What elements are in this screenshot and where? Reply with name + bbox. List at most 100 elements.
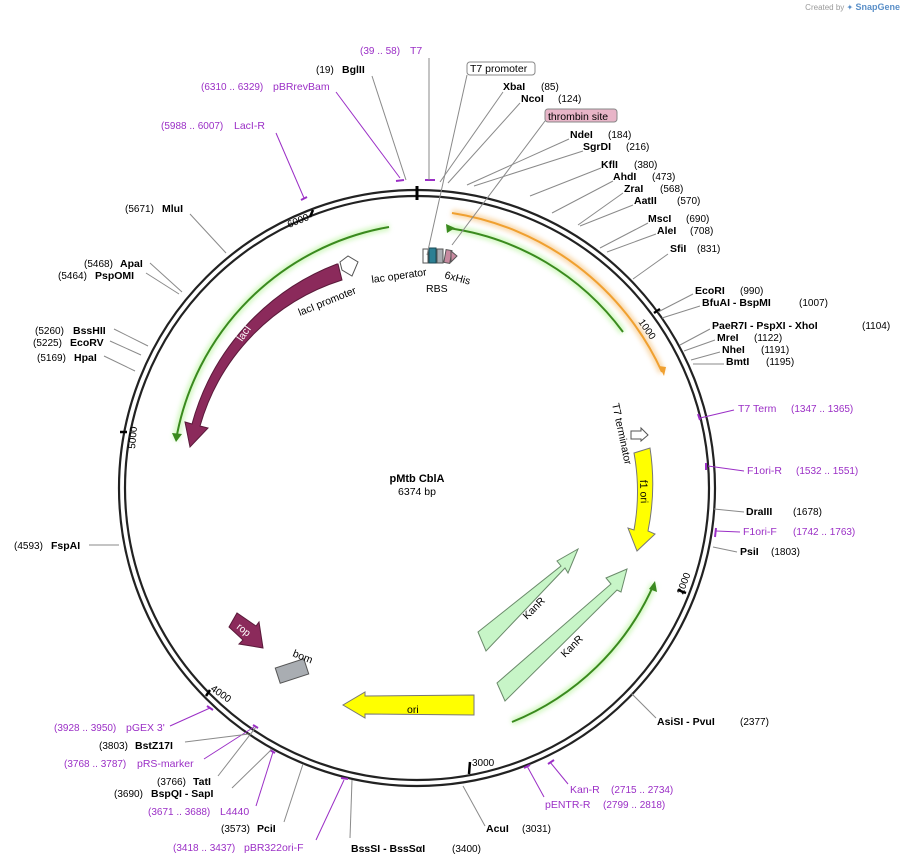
site-pos-ndei: (184) [608, 130, 631, 141]
leader-sapi [231, 749, 272, 789]
site-labels: (39 .. 58) T7 (19) BglII (6310 .. 6329) … [14, 45, 890, 855]
leader-nhei [690, 351, 721, 361]
primer-mark-f1ori-f [714, 527, 717, 538]
orf-arc-orange-head [659, 366, 666, 376]
feature-lac-operator[interactable] [422, 248, 429, 264]
leader-pspomi [145, 272, 180, 295]
site-pos-bstz17i: (3803) [99, 741, 128, 752]
site-name-ahdi: AhdI [613, 171, 636, 183]
feature-label-rbs: RBS [426, 283, 448, 295]
orf-arc-top [175, 226, 390, 441]
orf-arcs [172, 209, 666, 726]
leader-zrai [577, 192, 624, 226]
site-name-bmti: BmtI [726, 356, 749, 368]
site-pos-f1ori-r: (1532 .. 1551) [796, 466, 858, 477]
feature-rbs[interactable] [428, 247, 437, 264]
site-name-ecorv: EcoRV [70, 337, 104, 349]
leader-pbrrevbam [335, 91, 401, 179]
snapgene-credit: Created by ✦ SnapGene [805, 2, 900, 12]
credit-brand: SnapGene [855, 2, 900, 12]
feature-f1-ori[interactable] [627, 447, 656, 552]
leader-acui [462, 785, 486, 827]
tick-marks [120, 209, 687, 775]
site-pos-nhei: (1191) [761, 345, 789, 356]
leader-sgrdi [473, 150, 584, 187]
site-pos-mrei: (1122) [754, 333, 782, 344]
plasmid-length: 6374 bp [398, 486, 436, 498]
feature-t7-box[interactable] [436, 248, 444, 264]
leader-hpai [103, 355, 136, 372]
site-name-t7: T7 [410, 45, 422, 57]
leader-pcii [283, 763, 304, 823]
tick-label-6000: 6000 [286, 212, 311, 231]
feature-t7-terminator[interactable] [630, 426, 649, 443]
feature-rop[interactable] [228, 612, 264, 649]
site-name-pentr-r: pENTR-R [545, 799, 591, 811]
feature-label-ori: ori [407, 704, 419, 716]
site-pos-l4440: (3671 .. 3688) [148, 807, 210, 818]
site-pos-xbai: (85) [541, 82, 559, 93]
tick-3000 [467, 761, 472, 775]
feature-kanr-1[interactable] [477, 547, 580, 652]
feature-kanr-2[interactable] [496, 568, 628, 702]
site-pos-bsshii: (5260) [35, 326, 64, 337]
leader-mrei [683, 339, 716, 352]
leader-mlui [189, 213, 227, 254]
site-name-pbr322ori-f: pBR322ori-F [244, 842, 304, 854]
site-name-pspomi: PspOMI [95, 270, 134, 282]
site-name-sgrdi: SgrDI [583, 141, 611, 153]
leader-f1ori-f [715, 530, 741, 533]
site-name-acui: AcuI [486, 823, 509, 835]
site-name-kan-r: Kan-R [570, 784, 600, 796]
leader-f1ori-r [707, 465, 745, 472]
tick-label-3000: 3000 [472, 758, 495, 769]
site-pos-sapi: (3690) [114, 789, 143, 800]
feature-ori[interactable] [342, 691, 475, 719]
leader-tati [217, 726, 257, 777]
site-pos-pbrrevbam: (6310 .. 6329) [201, 82, 263, 93]
site-name-t7-term: T7 Term [738, 403, 777, 415]
site-pos-t7: (39 .. 58) [360, 46, 400, 57]
leader-asisi [630, 692, 657, 719]
site-pos-hpai: (5169) [37, 353, 66, 364]
leader-ecorv [109, 340, 142, 356]
feature-bom[interactable] [274, 658, 310, 684]
site-name-bstz17i: BstZ17I [135, 740, 173, 752]
site-name-mlui: MluI [162, 203, 183, 215]
primer-mark-pbrrevbam [395, 179, 405, 182]
leader-aatii [579, 204, 634, 227]
site-pos-ahdi: (473) [652, 172, 675, 183]
site-name-kfli: KflI [601, 159, 618, 171]
site-name-fspai: FspAI [51, 540, 80, 552]
site-pos-draiii: (1678) [793, 507, 822, 518]
primer-mark-prs-marker [252, 724, 259, 729]
site-box-thrombin [544, 108, 618, 123]
site-pos-bglii: (19) [316, 65, 334, 76]
site-pos-kfli: (380) [634, 160, 657, 171]
leader-xbai [439, 91, 504, 183]
site-pos-prs-marker: (3768 .. 3787) [64, 759, 126, 770]
site-name-ecori: EcoRI [695, 285, 725, 297]
leader-bfuai [661, 305, 701, 319]
site-name-pcii: PciI [257, 823, 276, 835]
feature-6xhis-arrow [450, 249, 458, 264]
site-name-zrai: ZraI [624, 183, 643, 195]
tick-label-4000: 4000 [208, 683, 233, 705]
site-name-bfuai: BfuAI - BspMI [702, 297, 771, 309]
site-pos-bmti: (1195) [766, 357, 794, 368]
site-name-hpai: HpaI [74, 352, 97, 364]
site-pos-aatii: (570) [677, 196, 700, 207]
site-pos-f1ori-f: (1742 .. 1763) [793, 527, 855, 538]
leader-alei [606, 233, 657, 253]
orf-arc-orange [451, 212, 663, 373]
feature-laci[interactable] [184, 263, 343, 449]
leader-msci [599, 222, 649, 249]
site-pos-pgex3: (3928 .. 3950) [54, 723, 116, 734]
primer-mark-t7-term [697, 413, 701, 421]
site-pos-paer7i: (1104) [862, 321, 890, 332]
site-pos-laci-r: (5988 .. 6007) [161, 121, 223, 132]
feature-laci-promoter[interactable] [339, 255, 359, 277]
leader-laci-r [275, 132, 305, 199]
site-name-alei: AleI [657, 225, 676, 237]
